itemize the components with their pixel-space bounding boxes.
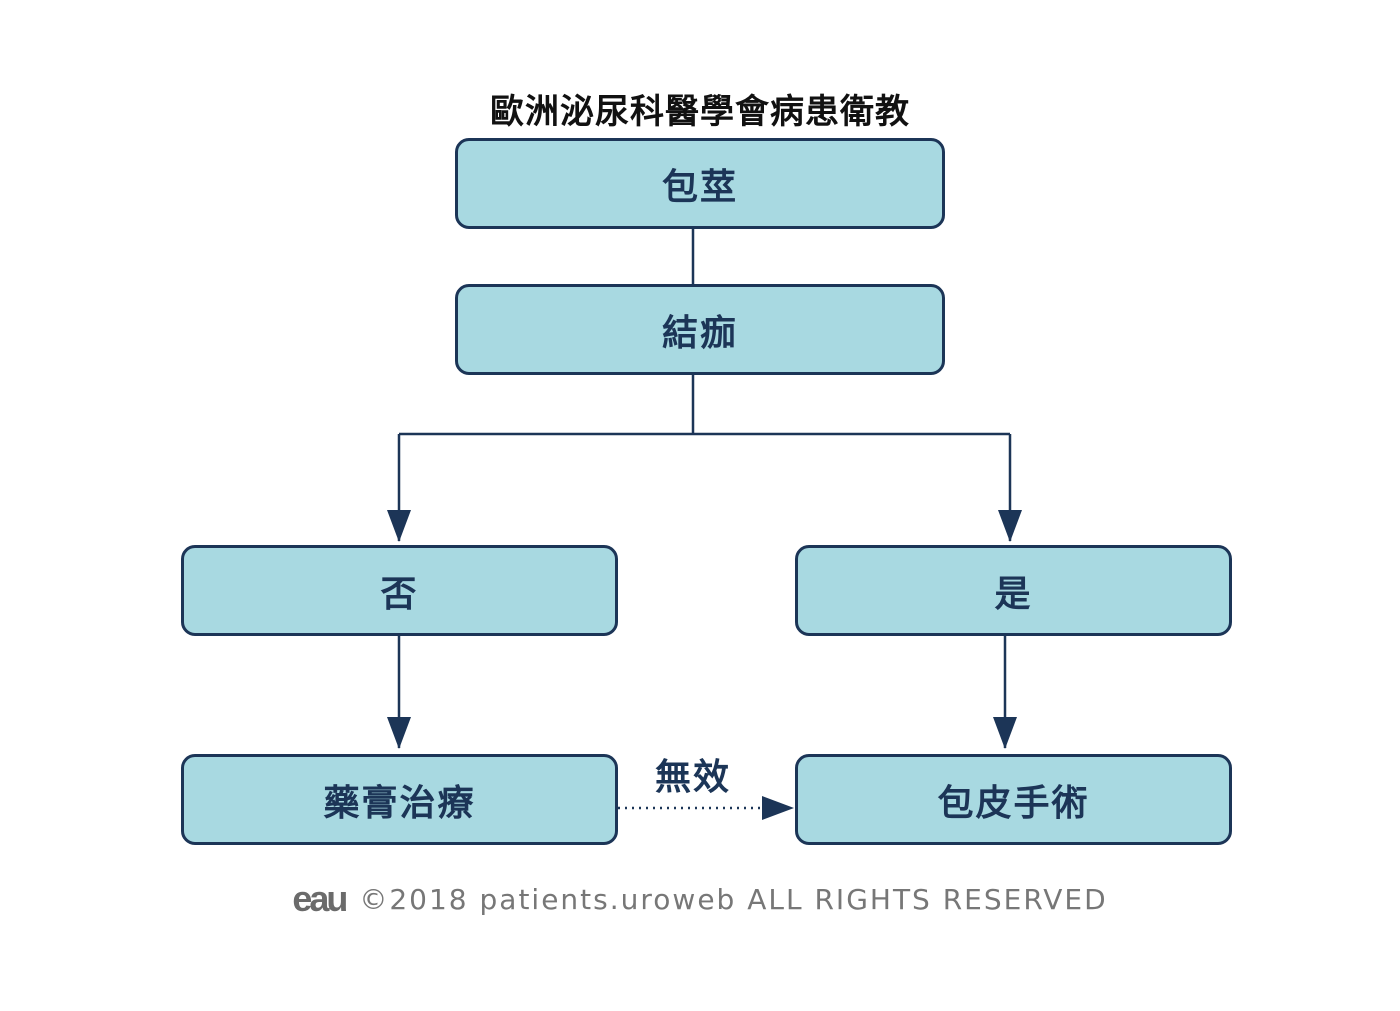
footer: eau ©2018 patients.uroweb ALL RIGHTS RES… [0, 878, 1400, 920]
copyright-text: ©2018 patients.uroweb ALL RIGHTS RESERVE… [359, 882, 1108, 916]
arrowhead-to-circumcision [993, 717, 1017, 749]
diagram-title: 歐洲泌尿科醫學會病患衛教 [490, 92, 910, 132]
edge-label-ineffective: 無效 [655, 757, 732, 798]
node-steroid-cream-label: 藥膏治療 [323, 782, 476, 824]
arrowhead-to-no [387, 510, 411, 542]
node-steroid-cream: 藥膏治療 [181, 754, 618, 845]
node-circumcision: 包皮手術 [795, 754, 1232, 845]
node-phimosis: 包莖 [455, 138, 945, 229]
arrowhead-to-yes [998, 510, 1022, 542]
node-yes-label: 是 [994, 573, 1033, 615]
node-phimosis-label: 包莖 [661, 166, 738, 208]
arrowhead-to-steroid-cream [387, 717, 411, 749]
node-circumcision-label: 包皮手術 [937, 782, 1090, 824]
node-yes: 是 [795, 545, 1232, 636]
node-no: 否 [181, 545, 618, 636]
node-scarring: 結痂 [455, 284, 945, 375]
eau-logo: eau [292, 878, 348, 919]
arrowhead-ineffective [762, 796, 794, 820]
node-scarring-label: 結痂 [661, 312, 738, 354]
node-no-label: 否 [380, 573, 419, 615]
